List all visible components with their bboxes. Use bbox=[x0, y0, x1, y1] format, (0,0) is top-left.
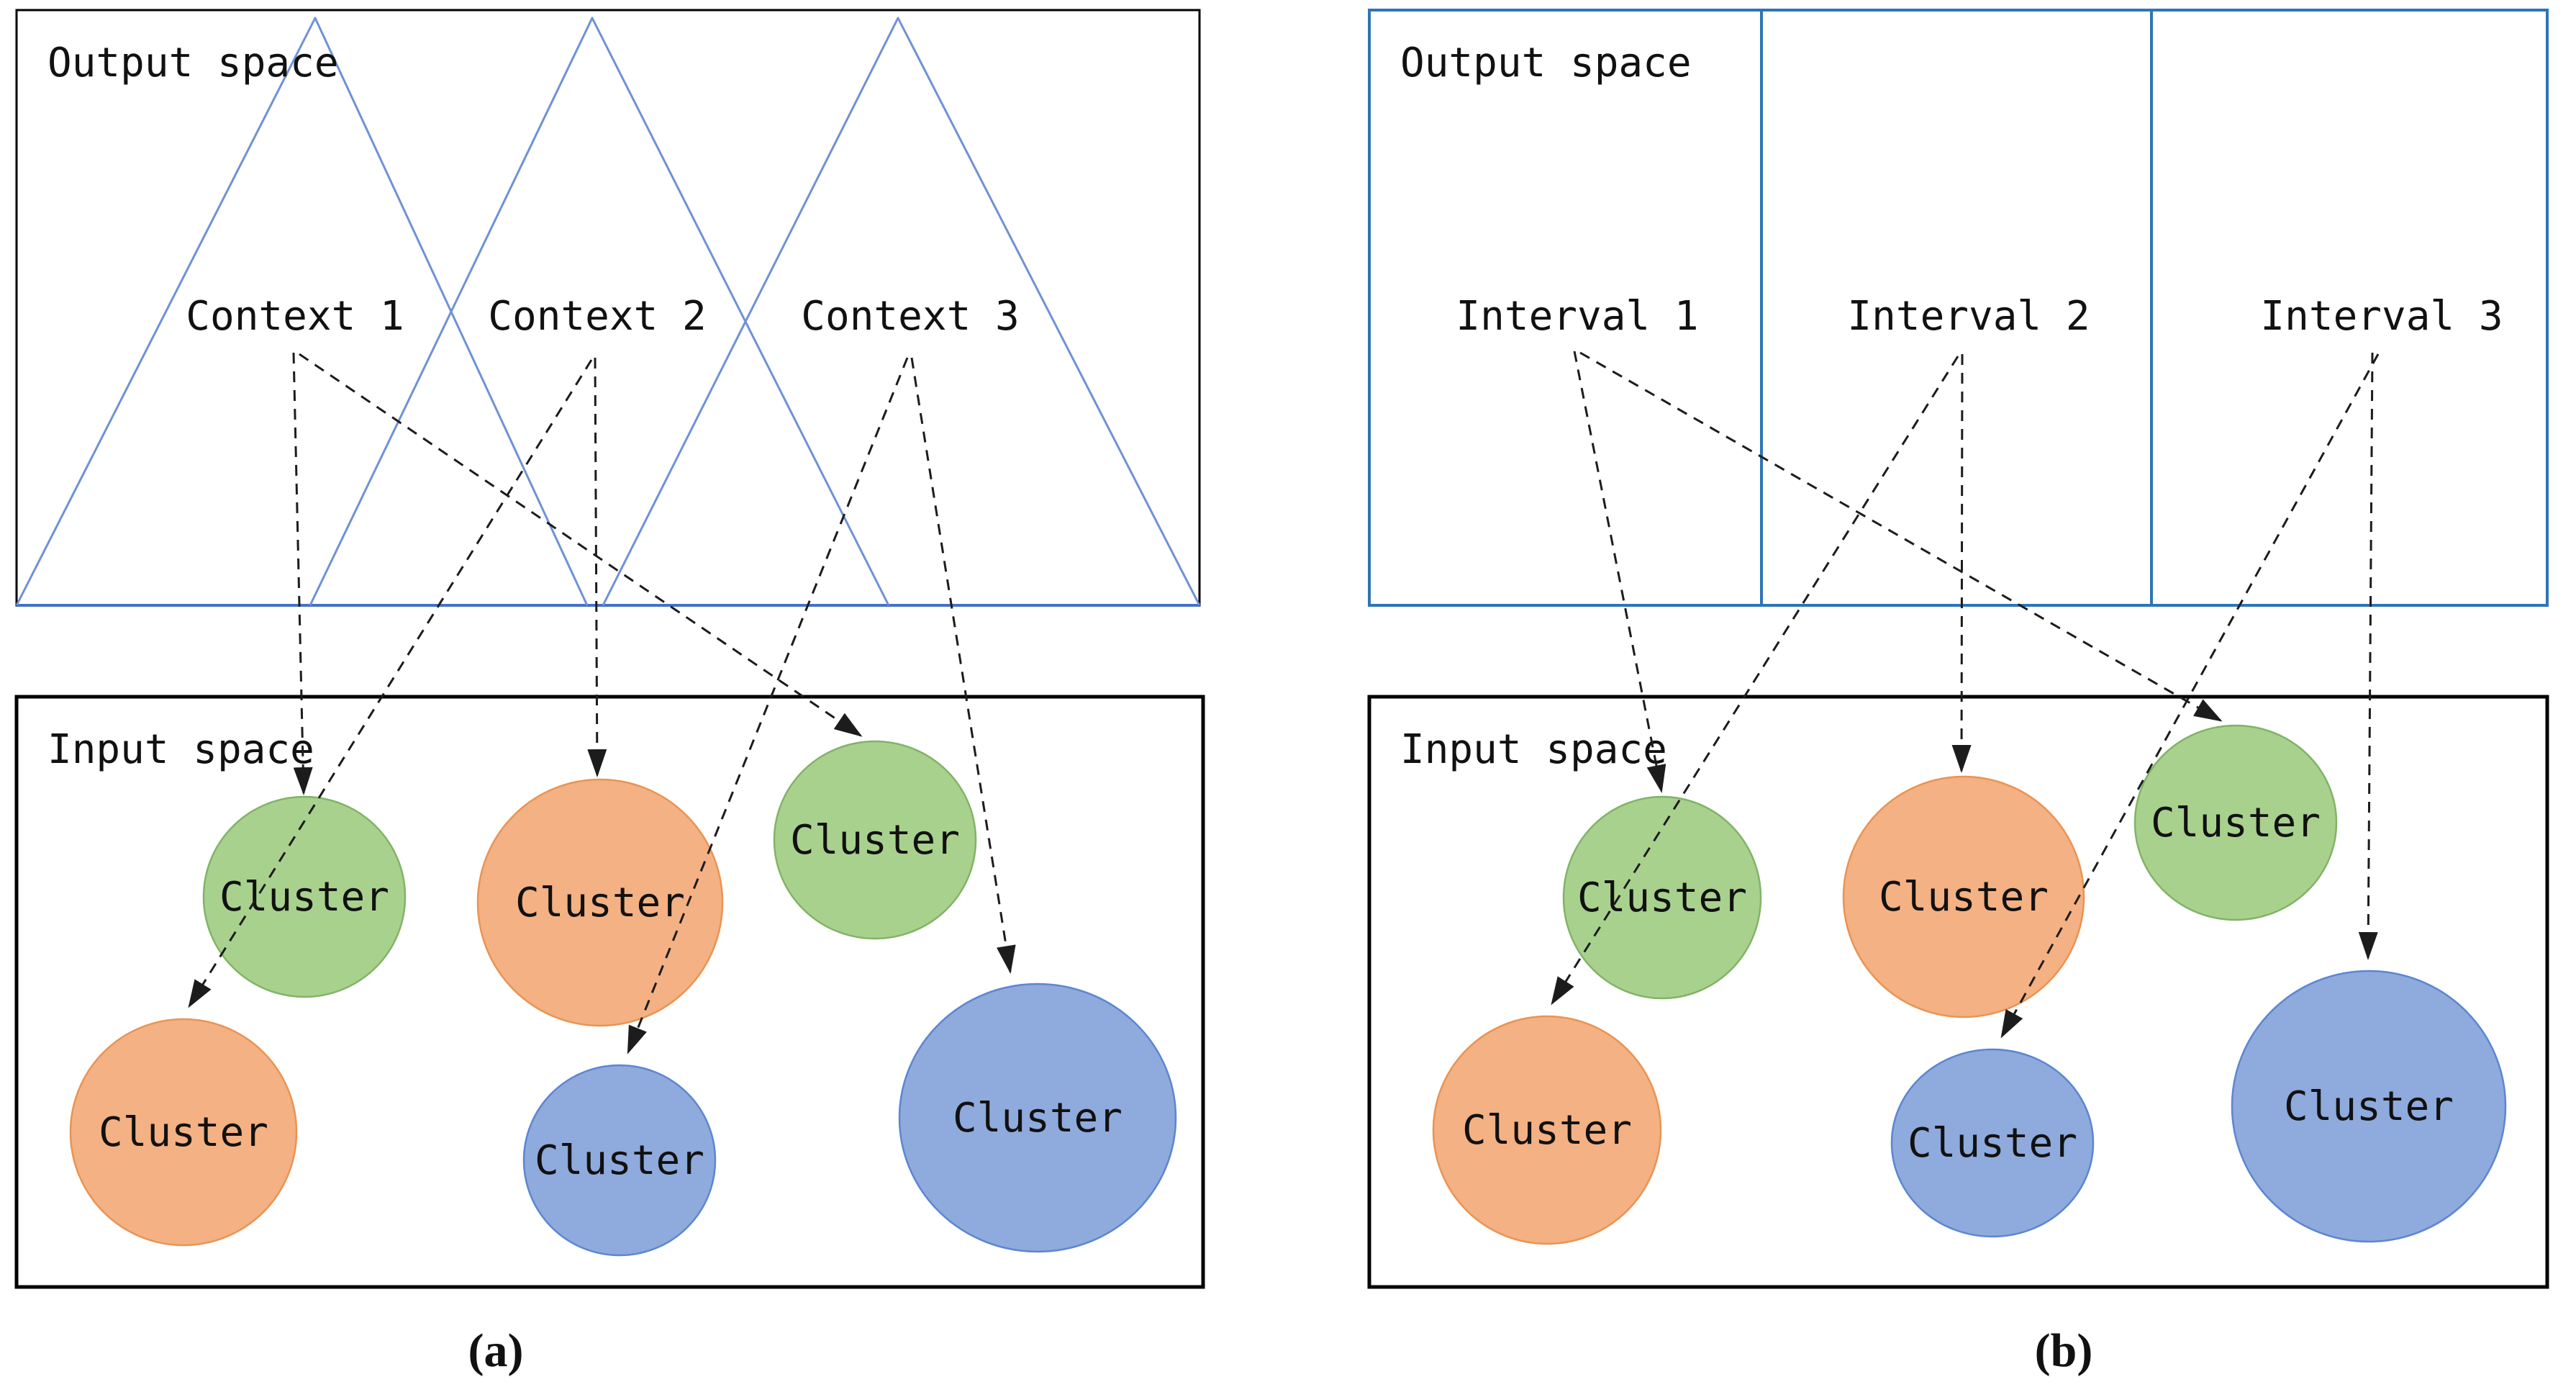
cluster-label: Cluster bbox=[515, 880, 685, 926]
output-space-label-a: Output space bbox=[47, 40, 339, 86]
cluster-orange-lower-left-a bbox=[69, 1018, 298, 1247]
cluster-green-upper-left-b bbox=[1562, 795, 1762, 1000]
output-space-label-b: Output space bbox=[1400, 40, 1692, 86]
caption-a: (a) bbox=[468, 1324, 524, 1377]
membership-triangle-2 bbox=[309, 17, 890, 606]
arrow-context2-to-orange-upper-middle bbox=[587, 357, 607, 777]
panel-b: Output space Interval 1 Interval 2 Inter… bbox=[1367, 9, 2549, 1377]
cluster-label: Cluster bbox=[99, 1109, 268, 1156]
input-space-label-b: Input space bbox=[1400, 726, 1667, 773]
input-space-box-a bbox=[14, 695, 1205, 1289]
interval-1-label: Interval 1 bbox=[1456, 293, 1698, 340]
arrow-interval1-to-green-upper-left bbox=[1573, 351, 1666, 793]
cluster-label: Cluster bbox=[1908, 1120, 2077, 1167]
cluster-label: Cluster bbox=[1879, 874, 2049, 921]
input-space-label-a: Input space bbox=[47, 726, 314, 773]
caption-b: (b) bbox=[2035, 1324, 2093, 1377]
cluster-blue-lower-middle-a bbox=[522, 1064, 717, 1257]
context-1-label: Context 1 bbox=[186, 293, 404, 340]
cluster-label: Cluster bbox=[2284, 1083, 2454, 1130]
cluster-blue-lower-right-a bbox=[898, 982, 1177, 1253]
input-space-box-b bbox=[1367, 695, 2549, 1289]
context-3-label: Context 3 bbox=[801, 293, 1019, 340]
context-2-label: Context 2 bbox=[488, 293, 706, 340]
membership-triangle-1 bbox=[15, 17, 589, 606]
cluster-blue-lower-middle-b bbox=[1890, 1048, 2095, 1238]
arrow-context3-to-blue-lower-right bbox=[910, 357, 1016, 974]
cluster-green-upper-left-a bbox=[202, 795, 407, 998]
cluster-green-upper-right-a bbox=[773, 740, 977, 940]
cluster-orange-lower-left-b bbox=[1432, 1015, 1662, 1245]
arrow-interval3-to-blue-lower-right bbox=[2358, 352, 2378, 960]
cluster-label: Cluster bbox=[953, 1095, 1123, 1142]
cluster-label: Cluster bbox=[535, 1137, 704, 1184]
cluster-green-upper-right-b bbox=[2133, 724, 2338, 921]
cluster-label: Cluster bbox=[219, 874, 389, 921]
panel-a: Output space Context 1 Context 2 Context… bbox=[14, 9, 1205, 1377]
interval-3-label: Interval 3 bbox=[2260, 293, 2503, 340]
arrow-context2-to-orange-lower-left bbox=[188, 359, 593, 1008]
arrow-context3-to-blue-lower-middle bbox=[627, 357, 909, 1054]
cluster-label: Cluster bbox=[1462, 1107, 1632, 1154]
cluster-orange-upper-middle-b bbox=[1842, 775, 2085, 1018]
arrow-context1-to-green-upper-right bbox=[299, 353, 863, 737]
cluster-blue-lower-right-b bbox=[2231, 970, 2507, 1243]
arrow-interval1-to-green-upper-right bbox=[1579, 351, 2223, 722]
output-space-box-b bbox=[1368, 9, 2549, 607]
cluster-label: Cluster bbox=[790, 817, 960, 864]
membership-triangle-3 bbox=[602, 17, 1201, 606]
cluster-orange-upper-middle-a bbox=[476, 778, 724, 1027]
interval-2-label: Interval 2 bbox=[1847, 293, 2090, 340]
arrow-interval2-to-orange-lower-left bbox=[1551, 356, 1959, 1006]
cluster-label: Cluster bbox=[2151, 800, 2321, 846]
cluster-label: Cluster bbox=[1577, 875, 1747, 921]
